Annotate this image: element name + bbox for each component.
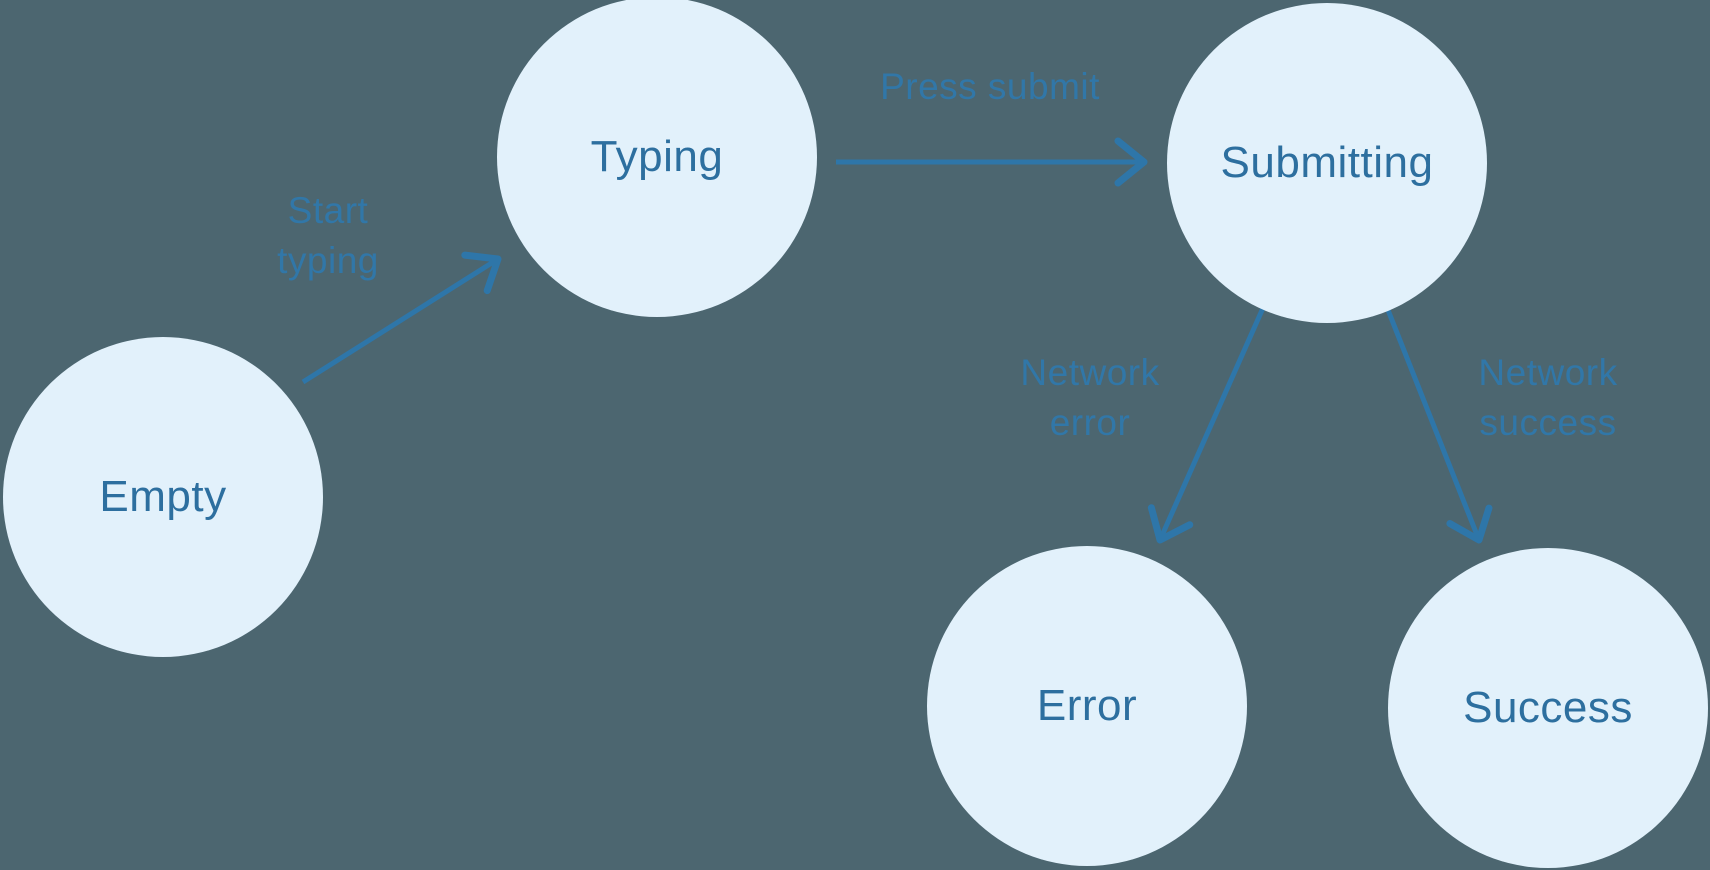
node-typing: Typing (497, 0, 817, 317)
edge-submitting-to-error (1147, 306, 1266, 544)
node-empty: Empty (3, 337, 323, 657)
node-success-label: Success (1463, 683, 1633, 732)
node-success: Success (1388, 548, 1708, 868)
edge-label-network-success: Network success (1478, 352, 1618, 443)
node-typing-label: Typing (590, 132, 724, 181)
node-error-label: Error (1036, 681, 1138, 730)
node-error: Error (927, 546, 1247, 866)
edge-empty-to-typing (301, 251, 502, 385)
node-submitting-label: Submitting (1220, 138, 1434, 187)
edge-label-start-typing: Start typing (277, 190, 379, 281)
node-submitting: Submitting (1167, 3, 1487, 323)
edge-submitting-to-success (1385, 309, 1493, 544)
edge-label-network-error: Network error (1020, 352, 1160, 443)
node-empty-label: Empty (99, 472, 227, 521)
edge-label-press-submit: Press submit (880, 66, 1100, 107)
